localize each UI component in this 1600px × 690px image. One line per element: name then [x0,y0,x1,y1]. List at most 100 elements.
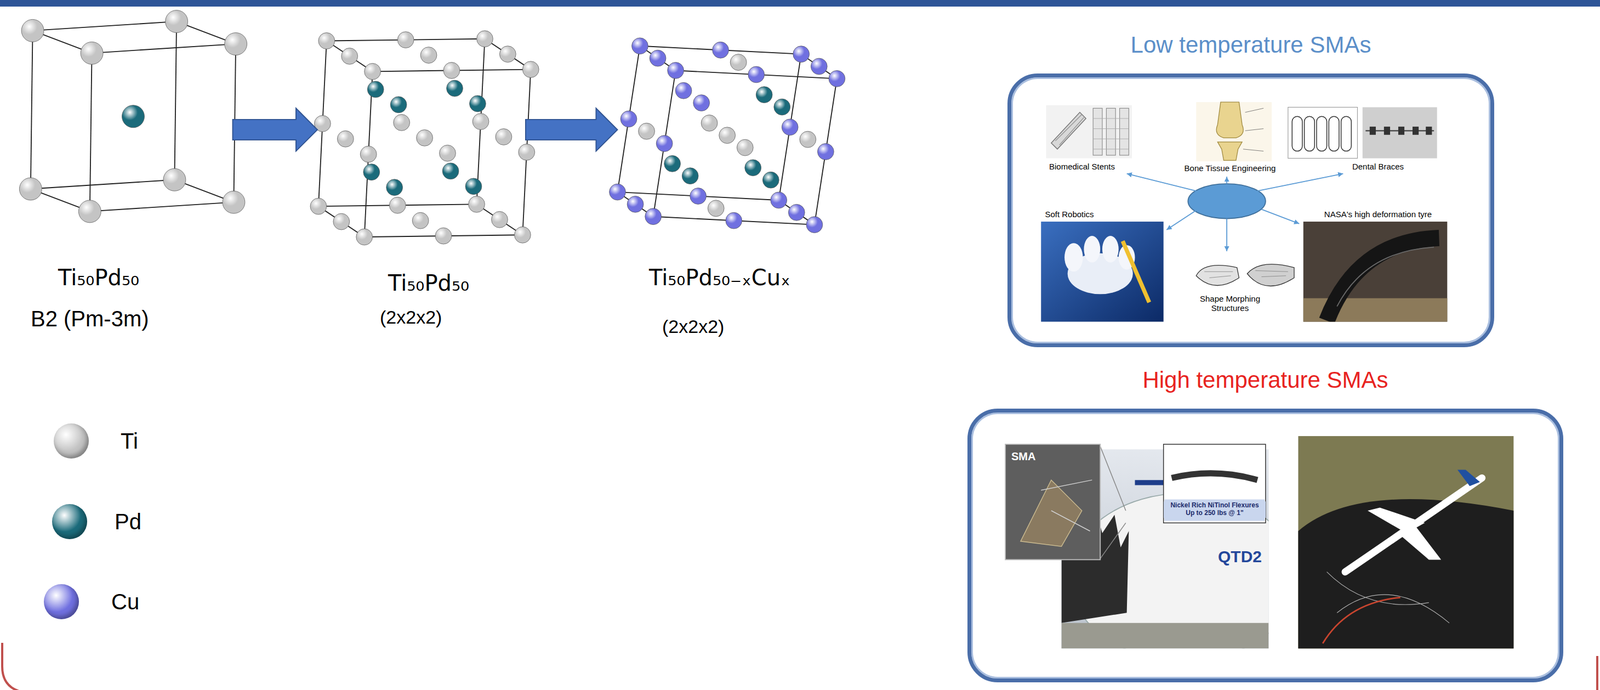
atom [609,183,626,201]
knee-photo-part [1216,101,1244,138]
atom [389,196,406,214]
cell-edge [89,202,235,212]
dental-braces-photo-part [1362,107,1438,159]
supercell-label: (2x2x2) [662,315,725,338]
legend-label: Pd [114,508,142,535]
legend-swatch [52,503,88,539]
atom [420,47,437,64]
tyre-photo-part [1303,221,1448,322]
soft-robotics-photo-part [1102,235,1119,263]
atom [472,113,489,130]
atom [806,216,823,233]
atom [78,200,101,223]
structure-label: B2 (Pm-3m) [30,305,150,332]
atom [762,171,779,189]
atom [491,211,509,228]
atom [810,58,828,75]
image-caption: Soft Robotics [1044,209,1094,219]
soft-robotics-photo [1040,221,1164,322]
atom [707,200,725,217]
legend-swatch [53,423,89,459]
soft-robotics-photo-part [1083,235,1101,263]
atom [390,96,407,113]
frame-corner [2,642,24,690]
atom [736,139,754,156]
tyre-photo-part-part [1336,247,1434,307]
stent-photo-part [1046,105,1132,159]
flexure-photo [1163,443,1266,523]
atom [690,188,707,205]
shape-morphing-figure [1196,264,1295,287]
atom [518,144,535,161]
atom [19,177,42,201]
atom [435,227,452,244]
cell-edge [617,46,641,192]
atom [80,41,104,65]
atom [465,178,482,195]
atom [744,159,762,176]
atom [446,80,464,97]
dental-braces-photo-part [1316,116,1328,151]
atom [21,19,44,42]
formula-label: Ti₅₀Pd₅₀ [388,270,470,296]
dental-braces-photo-part [1328,116,1340,151]
atom [364,63,381,80]
panel-heading: High temperature SMAs [971,366,1560,394]
dental-braces-photo-part [1288,107,1358,159]
cell-edge [30,30,33,190]
atom [476,30,494,48]
cell-edge [89,53,93,212]
cell-edge [814,78,837,225]
knee-photo-part [1243,107,1264,151]
stent-photo-part [1119,107,1130,156]
atom [165,10,189,33]
airplane-photo-part [1327,571,1450,623]
sma-inset-photo-part [1040,479,1092,531]
tyre-photo [1303,221,1448,322]
atom [363,163,380,181]
shape-morphing-figure-part [1204,270,1289,278]
atom [337,130,354,147]
atom [499,46,516,63]
atom [693,94,710,112]
dental-braces-photo-part [1291,116,1303,151]
atom [649,49,666,67]
atom [163,168,186,191]
atom [442,162,459,180]
block-arrow [232,107,318,151]
hub-ellipse [1187,183,1266,219]
atom [393,114,411,132]
unit-cell [609,37,846,233]
atom [367,81,384,98]
flexure-photo-part [1171,473,1258,480]
stent-photo-part [1106,107,1116,156]
flexure-photo-part [1163,443,1266,523]
stent-photo-part [1092,107,1103,156]
sma-inset-photo-part [1020,479,1083,546]
image-caption: Bone Tissue Engineering [1184,163,1277,173]
atom [318,32,335,50]
legend-label: Cu [111,588,140,615]
atom [638,122,656,140]
atom [443,62,460,79]
block-arrow-part [525,107,618,151]
stent-photo-part [1051,112,1086,150]
atom [675,82,692,99]
pointer-arrows-part [1126,173,1197,192]
atom [341,48,358,65]
formula-label: Ti₅₀Pd₅₀ [58,264,140,290]
cell-edge [92,43,237,54]
atom [656,135,673,152]
zoom-lines-part [1100,446,1126,511]
airplane-photo-part [1345,477,1483,572]
soft-robotics-photo-part [1122,240,1149,303]
stent-photo-part [1055,114,1084,146]
image-caption: Shape Morphing Structures [1194,293,1266,313]
unit-cell [310,30,539,246]
atom [701,114,718,132]
zoom-lines-part [1100,522,1126,558]
dental-braces-photo-part [1341,116,1352,151]
application-panel: High temperature SMAs [967,408,1564,682]
atom [522,61,539,78]
